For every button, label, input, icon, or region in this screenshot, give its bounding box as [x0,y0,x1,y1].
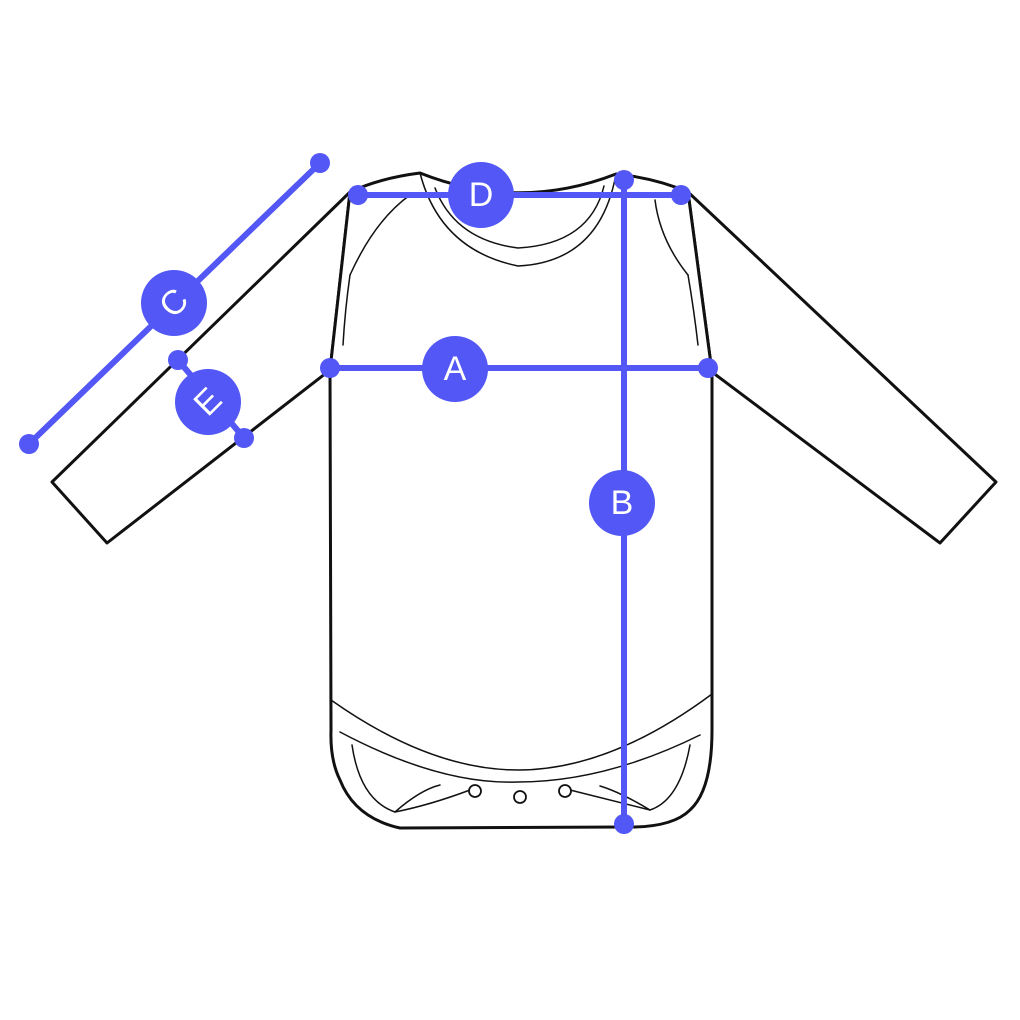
measurement-overlays: D A B C [19,153,718,834]
snap-button [558,784,572,798]
measurement-d-badge [448,162,514,228]
neckline-rib-outer [419,172,617,267]
measurement-b-badge [589,470,655,536]
measurement-d-endpoint [348,185,368,205]
measurement-c-endpoint [19,434,39,454]
neckline-rib-inner [434,185,605,249]
measurement-e-endpoint [168,350,188,370]
crotch-hem-lower [339,731,701,783]
measurement-a-endpoint [698,358,718,378]
left-leg-opening-inner [394,784,441,813]
measurement-d-endpoint [671,185,691,205]
measurement-a-endpoint [320,358,340,378]
measurement-e-badge [175,369,241,435]
left-armhole-seam [349,194,411,276]
measurement-d: D [348,162,691,228]
measurement-b-label: B [611,484,634,522]
snap-button [513,790,527,804]
left-sleeve [50,190,352,545]
crotch-hem-upper [330,693,713,771]
right-sleeve [686,190,998,545]
snap-button [468,784,482,798]
left-inner-seam [342,274,351,346]
measurement-c-badge [141,270,207,336]
measurement-a-badge [422,336,488,402]
measurement-b-endpoint [614,170,634,190]
right-inner-seam [687,274,699,346]
right-armhole-seam [654,199,689,276]
bodysuit-illustration [50,171,998,830]
measurement-c-endpoint [310,153,330,173]
measurement-e: E [168,350,254,448]
measurement-c: C [19,153,330,454]
measurement-a-label: A [444,350,467,388]
measurement-e-endpoint [234,428,254,448]
measurement-a: A [320,336,718,402]
measurement-d-label: D [469,176,494,214]
measurement-b-endpoint [614,814,634,834]
measurement-b: B [589,170,655,834]
